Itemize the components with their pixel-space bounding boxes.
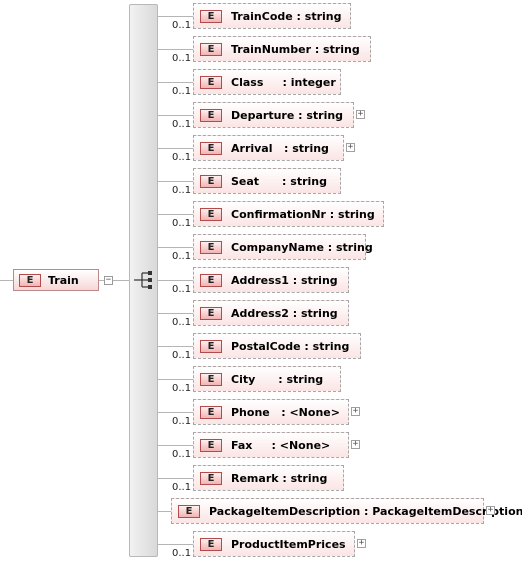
expand-icon[interactable]: + [351, 439, 360, 449]
element-label: ConfirmationNr : string [231, 208, 375, 221]
occurrence-label: 0..1 [172, 152, 192, 163]
element-label: Class : integer [231, 76, 336, 89]
element-row[interactable]: E ConfirmationNr : string [193, 201, 384, 227]
element-label: ProductItemPrices [231, 538, 346, 551]
root-element-label: Train [48, 274, 79, 287]
element-label: TrainCode : string [231, 10, 342, 23]
expand-icon[interactable]: + [357, 538, 366, 548]
element-label: Address2 : string [231, 307, 338, 320]
element-badge: E [19, 274, 41, 287]
element-row[interactable]: E Remark : string [193, 465, 344, 491]
occurrence-label: 0..1 [172, 86, 192, 97]
element-badge: E [200, 340, 222, 353]
element-label: Departure : string [231, 109, 344, 122]
element-badge: E [200, 10, 222, 23]
occurrence-label: 0..1 [172, 548, 192, 559]
sequence-icon [134, 271, 152, 289]
element-label: Remark : string [231, 472, 328, 485]
element-badge: E [200, 241, 222, 254]
expand-icon[interactable]: + [351, 406, 360, 416]
occurrence-label: 0..1 [172, 284, 192, 295]
element-badge: E [200, 307, 222, 320]
occurrence-label: 0..1 [172, 218, 192, 229]
element-badge: E [200, 274, 222, 287]
occurrence-label: 0..1 [172, 20, 192, 31]
element-row[interactable]: E Address2 : string [193, 300, 349, 326]
element-row[interactable]: E Phone : <None> [193, 399, 349, 425]
element-badge: E [200, 373, 222, 386]
collapse-toggle[interactable]: − [104, 275, 113, 285]
element-label: Fax : <None> [231, 439, 331, 452]
occurrence-label: 0..1 [172, 317, 192, 328]
element-row[interactable]: E TrainNumber : string [193, 36, 371, 62]
expand-icon[interactable]: + [356, 109, 365, 119]
occurrence-label: 0..1 [172, 416, 192, 427]
element-badge: E [200, 472, 222, 485]
element-row[interactable]: E TrainCode : string [193, 3, 351, 29]
element-row[interactable]: E PackageItemDescription : PackageItemDes… [171, 498, 522, 524]
element-label: CompanyName : string [231, 241, 373, 254]
element-label: TrainNumber : string [231, 43, 360, 56]
expand-icon[interactable]: + [346, 142, 355, 152]
element-row[interactable]: E ProductItemPrices [193, 531, 355, 557]
element-label: PostalCode : string [231, 340, 350, 353]
element-row[interactable]: E Arrival : string [193, 135, 344, 161]
occurrence-label: 0..1 [172, 185, 192, 196]
element-row[interactable]: E CompanyName : string [193, 234, 373, 260]
occurrence-label: 0..1 [172, 350, 192, 361]
element-label: City : string [231, 373, 324, 386]
element-badge: E [200, 538, 222, 551]
occurrence-label: 0..1 [172, 53, 192, 64]
occurrence-label: 0..1 [172, 383, 192, 394]
element-badge: E [200, 109, 222, 122]
element-label: PackageItemDescription : PackageItemDesc… [209, 505, 522, 518]
element-row[interactable]: E Departure : string [193, 102, 354, 128]
root-element-train[interactable]: E Train [13, 269, 99, 291]
element-badge: E [200, 76, 222, 89]
element-row[interactable]: E Address1 : string [193, 267, 349, 293]
element-row[interactable]: E Class : integer [193, 69, 341, 95]
element-row[interactable]: E Seat : string [193, 168, 341, 194]
element-label: Address1 : string [231, 274, 338, 287]
element-label: Phone : <None> [231, 406, 340, 419]
element-badge: E [200, 406, 222, 419]
occurrence-label: 0..1 [172, 119, 192, 130]
element-badge: E [200, 43, 222, 56]
occurrence-label: 0..1 [172, 482, 192, 493]
element-badge: E [200, 175, 222, 188]
element-row[interactable]: E City : string [193, 366, 341, 392]
element-badge: E [178, 505, 200, 518]
element-badge: E [200, 142, 222, 155]
element-label: Seat : string [231, 175, 327, 188]
occurrence-label: 0..1 [172, 449, 192, 460]
element-row[interactable]: E PostalCode : string [193, 333, 361, 359]
occurrence-label: 0..1 [172, 251, 192, 262]
element-badge: E [200, 439, 222, 452]
element-label: Arrival : string [231, 142, 329, 155]
element-row[interactable]: E Fax : <None> [193, 432, 349, 458]
expand-icon[interactable]: + [486, 505, 495, 515]
element-badge: E [200, 208, 222, 221]
